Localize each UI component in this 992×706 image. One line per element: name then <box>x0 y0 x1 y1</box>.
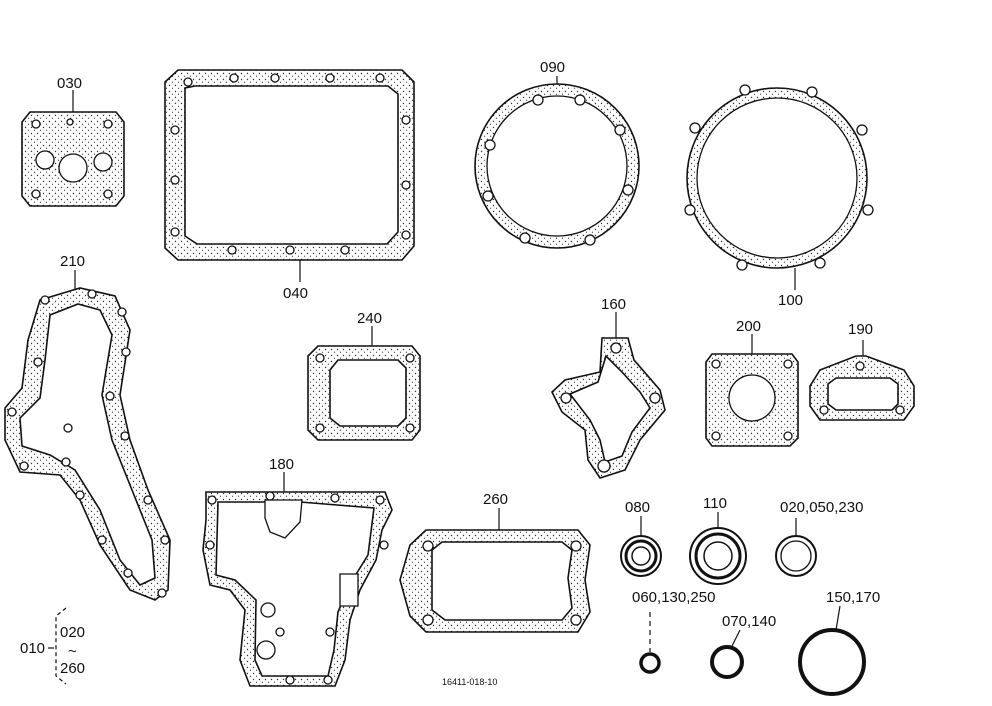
gasket-260 <box>399 508 591 633</box>
gasket-200 <box>705 334 799 447</box>
label-020-050-230: 020,050,230 <box>780 499 863 516</box>
drawing-code: 16411-018-10 <box>442 677 497 687</box>
gasket-090 <box>474 76 640 249</box>
gasket-180 <box>202 472 393 687</box>
gasket-210 <box>4 270 171 601</box>
gasket-030 <box>21 90 125 207</box>
legend-from-020: 020 <box>60 624 85 641</box>
label-110: 110 <box>703 495 727 512</box>
label-200: 200 <box>736 318 761 335</box>
gasket-100 <box>684 84 874 290</box>
o-ring-060-130-250 <box>639 612 661 674</box>
legend-tilde: ~ <box>68 643 77 660</box>
label-260: 260 <box>483 491 508 508</box>
label-150-170: 150,170 <box>826 589 880 606</box>
label-210: 210 <box>60 253 85 270</box>
label-100: 100 <box>778 292 803 309</box>
label-160: 160 <box>601 296 626 313</box>
label-090: 090 <box>540 59 565 76</box>
label-180: 180 <box>269 456 294 473</box>
o-ring-150-170 <box>798 605 866 696</box>
gasket-040 <box>164 69 415 282</box>
label-070-140: 070,140 <box>722 613 776 630</box>
label-060-130-250: 060,130,250 <box>632 589 715 606</box>
label-240: 240 <box>357 310 382 327</box>
label-030: 030 <box>57 75 82 92</box>
legend-to-260: 260 <box>60 660 85 677</box>
gasket-160 <box>551 312 666 479</box>
seal-110 <box>689 512 747 585</box>
ring-020-050-230 <box>775 518 817 577</box>
seal-080 <box>620 516 662 577</box>
set-legend <box>48 607 67 685</box>
label-040: 040 <box>283 285 308 302</box>
label-190: 190 <box>848 321 873 338</box>
legend-010: 010 <box>20 640 45 657</box>
gasket-190 <box>809 340 915 421</box>
o-ring-070-140 <box>710 629 744 679</box>
gasket-240 <box>307 326 421 441</box>
label-080: 080 <box>625 499 650 516</box>
